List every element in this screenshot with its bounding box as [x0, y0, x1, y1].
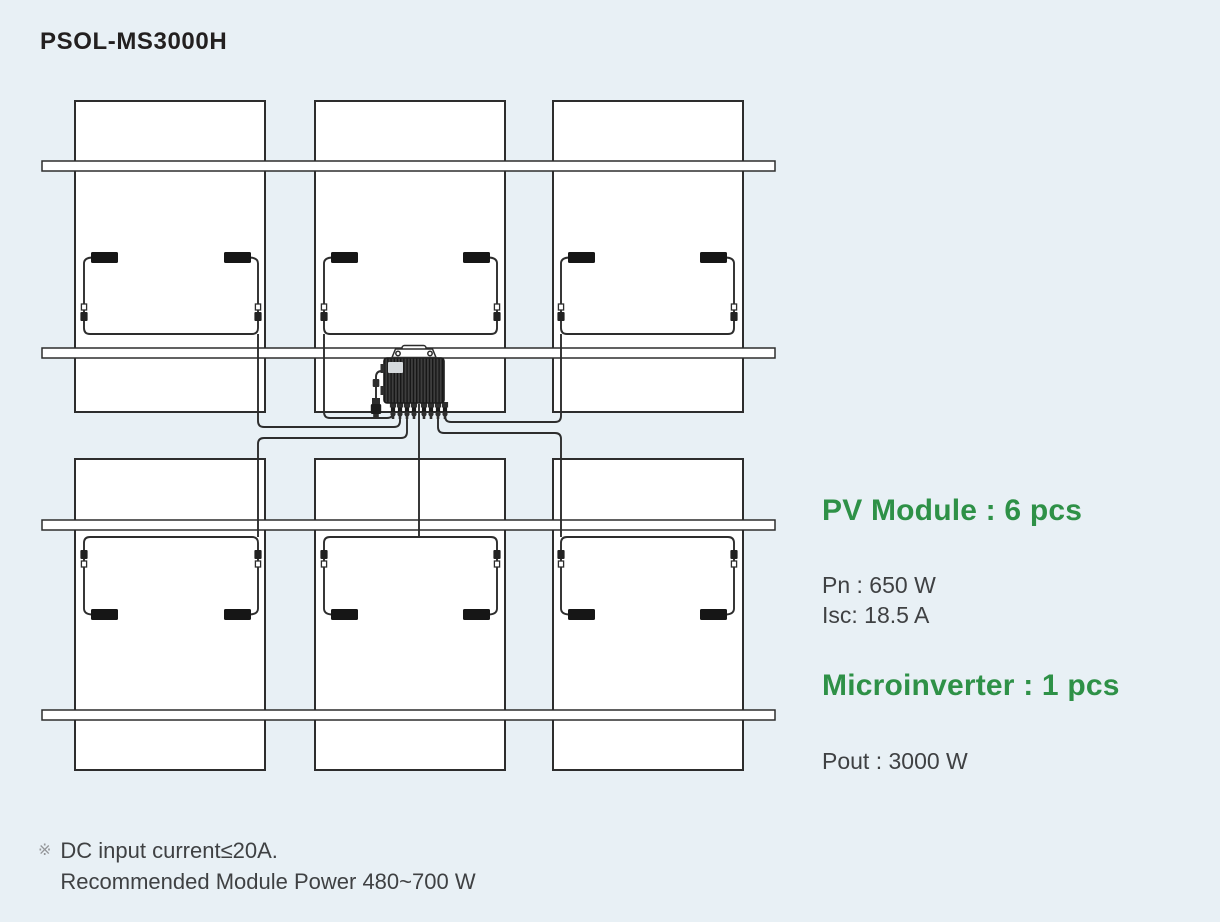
junction-box [331, 252, 358, 263]
microinverter-heading: Microinverter : 1 pcs [822, 669, 1120, 702]
rail-3 [41, 519, 776, 531]
panel-cable [83, 256, 259, 335]
mc4-connector [253, 303, 263, 322]
ac-cable-collar [372, 379, 380, 387]
footnote-line-1: DC input current≤20A. [60, 838, 278, 863]
pv-module-heading: PV Module : 6 pcs [822, 494, 1083, 527]
junction-box [224, 609, 251, 620]
dc-output-cable [257, 334, 401, 428]
page-title: PSOL-MS3000H [40, 28, 228, 55]
junction-box [568, 609, 595, 620]
panel-cable [323, 256, 498, 335]
mc4-connector [79, 303, 89, 322]
footnote: ※ DC input current≤20A. Recommended Modu… [38, 835, 476, 897]
microinverter-specs: Pout : 3000 W [822, 746, 968, 776]
junction-box [91, 252, 118, 263]
junction-box [463, 609, 490, 620]
junction-box [700, 252, 727, 263]
mc4-connector [319, 549, 329, 568]
isc-value: Isc: 18.5 A [822, 602, 930, 628]
mc4-connector [79, 549, 89, 568]
side-tab [380, 386, 385, 395]
mc4-connector [556, 303, 566, 322]
panel-cable [560, 256, 735, 335]
panel-cable [323, 536, 498, 616]
footnote-text: DC input current≤20A. Recommended Module… [60, 835, 475, 897]
panel-cable-loops [83, 256, 735, 616]
reference-mark-icon: ※ [38, 842, 52, 859]
mc4-connector [556, 549, 566, 568]
mc4-connector [729, 303, 739, 322]
junction-box [91, 609, 118, 620]
panel-cable [83, 536, 259, 616]
pn-value: Pn : 650 W [822, 572, 936, 598]
mc4-connector [492, 549, 502, 568]
junction-box [224, 252, 251, 263]
mc4-connector [319, 303, 329, 322]
rail-1 [41, 160, 776, 172]
microinverter-label [388, 362, 403, 373]
dc-output-cable [257, 408, 408, 537]
mounting-bracket [390, 344, 438, 359]
panel-cable [560, 536, 735, 616]
pv-module-specs: Pn : 650 W Isc: 18.5 A [822, 570, 936, 630]
junction-box [463, 252, 490, 263]
junction-box [700, 609, 727, 620]
mc4-connector [729, 549, 739, 568]
mc4-connector [253, 549, 263, 568]
pout-value: Pout : 3000 W [822, 748, 968, 774]
side-tab [380, 364, 385, 373]
pv-system-diagram [41, 100, 776, 771]
mc4-connector [492, 303, 502, 322]
pv-array [74, 100, 744, 771]
footnote-line-2: Recommended Module Power 480~700 W [60, 869, 476, 894]
junction-box [331, 609, 358, 620]
junction-box [568, 252, 595, 263]
rail-4 [41, 709, 776, 721]
ac-connector [370, 398, 382, 418]
dc-output-cable [437, 408, 562, 537]
microinverter [370, 344, 449, 419]
